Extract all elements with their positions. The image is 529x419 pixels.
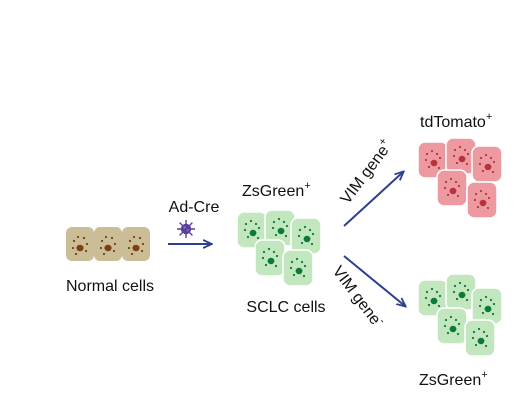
sclc-cells-label: SCLC cells [246, 299, 325, 316]
tdtomato-label: tdTomato+ [420, 111, 492, 131]
tdtomato-cell [471, 145, 503, 183]
zsgreen-top-label: ZsGreen+ [242, 180, 311, 200]
zsgreen-cell [464, 319, 496, 357]
normal-cells-label: Normal cells [66, 278, 154, 295]
normal-cell [94, 227, 122, 261]
vim-negative-arrow [343, 255, 405, 306]
vim-positive-label: VIM gene+ [335, 136, 396, 208]
vim-negative-label: VIM gene- [329, 261, 389, 331]
tdtomato-cells-cluster [417, 137, 503, 219]
zsgreen-cells-cluster [417, 273, 503, 357]
vim-positive-arrow [343, 172, 403, 227]
normal-cell [66, 227, 94, 261]
ad-cre-label: Ad-Cre [169, 199, 220, 216]
normal-cell [122, 227, 150, 261]
normal-cells-group [66, 227, 150, 261]
tdtomato-cell [436, 169, 468, 207]
sclc-cell [254, 239, 286, 277]
sclc-cells-cluster [236, 209, 322, 287]
tdtomato-cell [466, 181, 498, 219]
zsgreen-bottom-label: ZsGreen+ [419, 369, 488, 389]
sclc-cell [282, 249, 314, 287]
zsgreen-cell [436, 307, 468, 345]
adenovirus-icon [177, 220, 195, 238]
zsgreen-cell [471, 287, 503, 325]
sclc-cell [290, 217, 322, 255]
